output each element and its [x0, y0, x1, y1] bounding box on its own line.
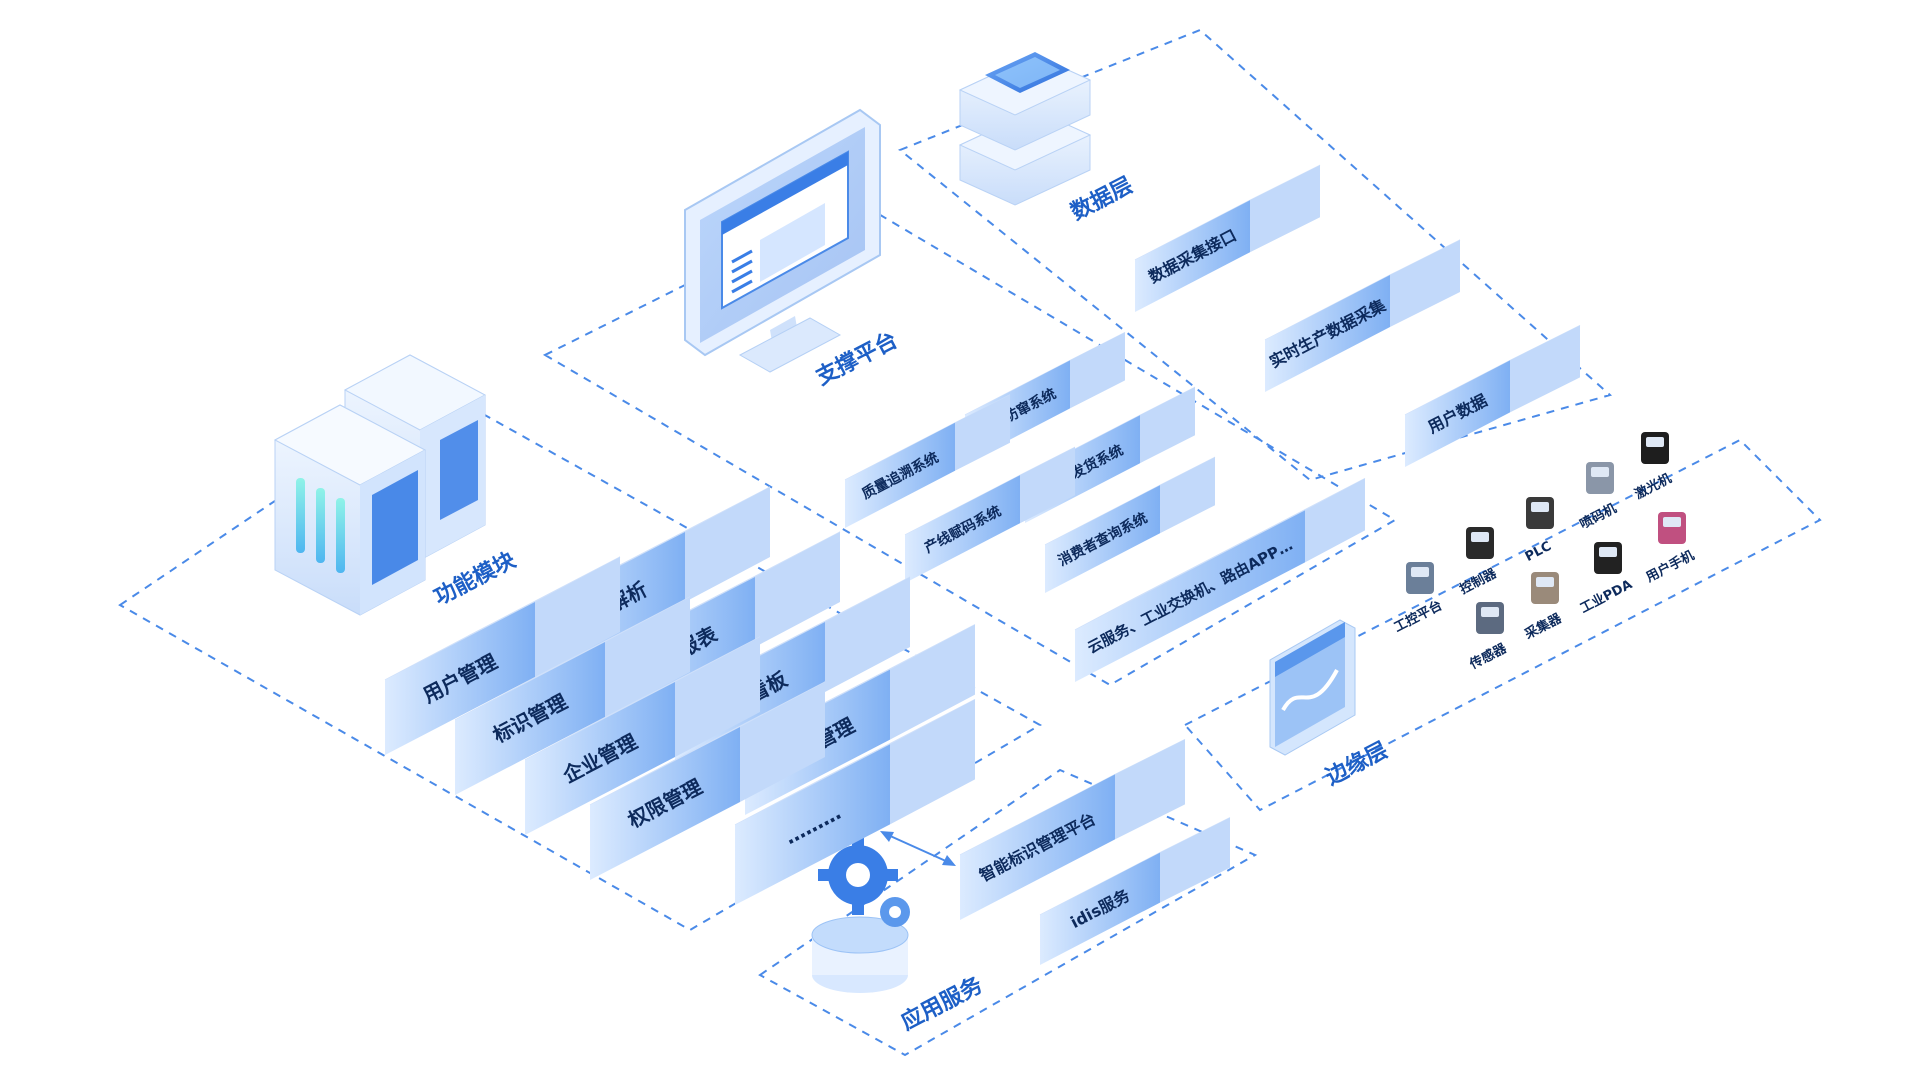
- edge-device-label: 喷码机: [1577, 500, 1619, 532]
- bidirectional-arrow: [880, 831, 956, 866]
- edge-device-label: 用户手机: [1643, 547, 1697, 586]
- monitor-icon: [684, 108, 881, 373]
- edge-device-label: PLC: [1523, 539, 1554, 565]
- edge-device-label: 激光机: [1632, 470, 1674, 502]
- edge-device-8: 用户手机: [1643, 512, 1697, 586]
- edge-window-icon: [1269, 619, 1356, 756]
- edge-device-label: 控制器: [1457, 565, 1500, 598]
- data-layer-item-2: 用户数据: [1404, 324, 1581, 467]
- inkjet-printer-icon: [1586, 462, 1614, 494]
- edge-device-3: 喷码机: [1577, 462, 1619, 533]
- pda-icon: [1594, 542, 1622, 574]
- database-server-icon: [958, 52, 1092, 206]
- edge-device-4: 激光机: [1632, 432, 1674, 503]
- industrial-pc-icon: [1406, 562, 1434, 594]
- function-item-7: 权限管理: [589, 681, 826, 880]
- app-service-region: [758, 768, 1258, 1057]
- edge-layer-region: [1183, 438, 1822, 812]
- edge-device-label: 采集器: [1521, 610, 1565, 643]
- edge-device-0: 工控平台: [1391, 562, 1445, 636]
- function-servers-icon: [273, 354, 487, 616]
- plc-icon: [1526, 497, 1554, 529]
- controller-icon: [1466, 527, 1494, 559]
- data-layer-item-0: 数据采集接口: [1134, 164, 1321, 312]
- edge-layer-label: 边缘层: [1321, 738, 1392, 791]
- edge-device-1: 控制器: [1457, 527, 1500, 598]
- collector-icon: [1531, 572, 1559, 604]
- data-layer-label: 数据层: [1066, 172, 1137, 226]
- data-layer-item-1: 实时生产数据采集: [1264, 239, 1461, 392]
- platform-item-3: 产线赋码系统: [904, 446, 1076, 583]
- phone-icon: [1658, 512, 1686, 544]
- edge-device-6: 采集器: [1521, 572, 1565, 643]
- app-service-label: 应用服务: [897, 971, 988, 1035]
- app-item-0: 智能标识管理平台: [959, 738, 1186, 920]
- edge-device-2: PLC: [1523, 497, 1554, 565]
- platform-item-4: 消费者查询系统: [1044, 456, 1216, 593]
- function-module-label: 功能模块: [430, 546, 521, 610]
- data-layer-region: [898, 28, 1613, 482]
- function-item-5: 企业管理: [524, 636, 761, 835]
- edge-device-label: 工业PDA: [1577, 576, 1634, 616]
- edge-device-label: 传感器: [1466, 640, 1510, 673]
- function-item-1: 用户管理: [384, 556, 621, 755]
- gear-icon: [811, 835, 910, 993]
- laser-machine-icon: [1641, 432, 1669, 464]
- function-item-8: ………: [734, 698, 976, 905]
- function-item-3: 标识管理: [454, 596, 691, 795]
- sensor-icon: [1476, 602, 1504, 634]
- edge-device-7: 工业PDA: [1577, 542, 1635, 617]
- edge-device-label: 工控平台: [1391, 597, 1445, 635]
- edge-device-5: 传感器: [1466, 602, 1510, 673]
